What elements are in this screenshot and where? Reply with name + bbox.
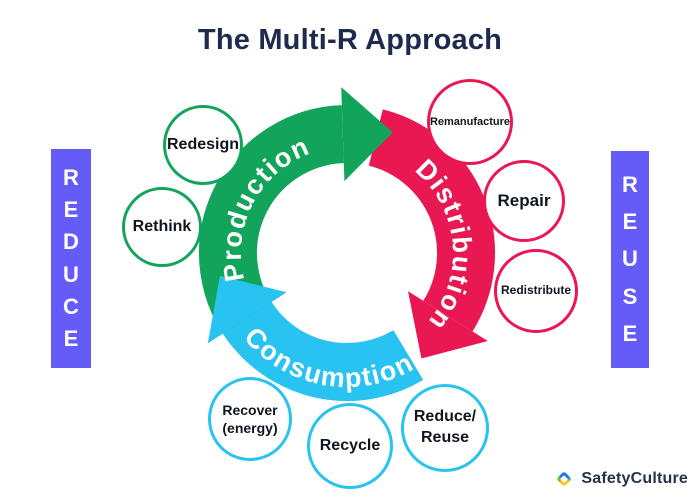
node-label: Redesign [166, 135, 239, 153]
logo-text: SafetyCulture [581, 470, 688, 487]
node-label: Rethink [132, 217, 192, 235]
node-redesign: Redesign [163, 105, 243, 185]
node-label: Remanufacture [429, 115, 511, 128]
banner-letter: U [63, 261, 79, 287]
safetyculture-logo: SafetyCulture [553, 468, 688, 490]
banner-letter: R [622, 172, 638, 198]
node-label: Recycle [319, 436, 381, 454]
banner-letter: S [622, 283, 638, 309]
node-label: Redistribute [500, 283, 571, 298]
banner-letter: E [622, 320, 638, 346]
node-rethink: Rethink [122, 187, 202, 267]
node-recover-energy: Recover (energy) [208, 377, 292, 461]
safetyculture-logo-icon [557, 472, 571, 486]
distribution-arc [367, 109, 495, 359]
node-label: (energy) [222, 420, 278, 436]
banner-letter: R [63, 165, 79, 191]
node-label: Recover [222, 401, 278, 418]
page-title: The Multi-R Approach [197, 24, 503, 56]
node-repair: Repair [483, 160, 565, 242]
banner-letter: U [622, 246, 638, 272]
consumption-arc [207, 275, 424, 401]
reuse-banner: R E U S E [611, 151, 649, 368]
banner-letter: C [63, 293, 79, 319]
node-redistribute: Redistribute [494, 249, 578, 333]
banner-letter: E [622, 209, 638, 235]
node-label: Reduce/ [413, 408, 477, 426]
reduce-banner: R E D U C E [51, 149, 91, 368]
node-label: Reuse [420, 429, 470, 446]
banner-letter: E [63, 325, 79, 351]
banner-letter: D [63, 229, 79, 255]
banner-letter: E [63, 197, 79, 223]
node-label: Repair [497, 190, 551, 210]
node-reduce-reuse: Reduce/ Reuse [401, 384, 489, 472]
node-recycle: Recycle [307, 403, 393, 489]
node-remanufacture: Remanufacture [427, 79, 513, 165]
